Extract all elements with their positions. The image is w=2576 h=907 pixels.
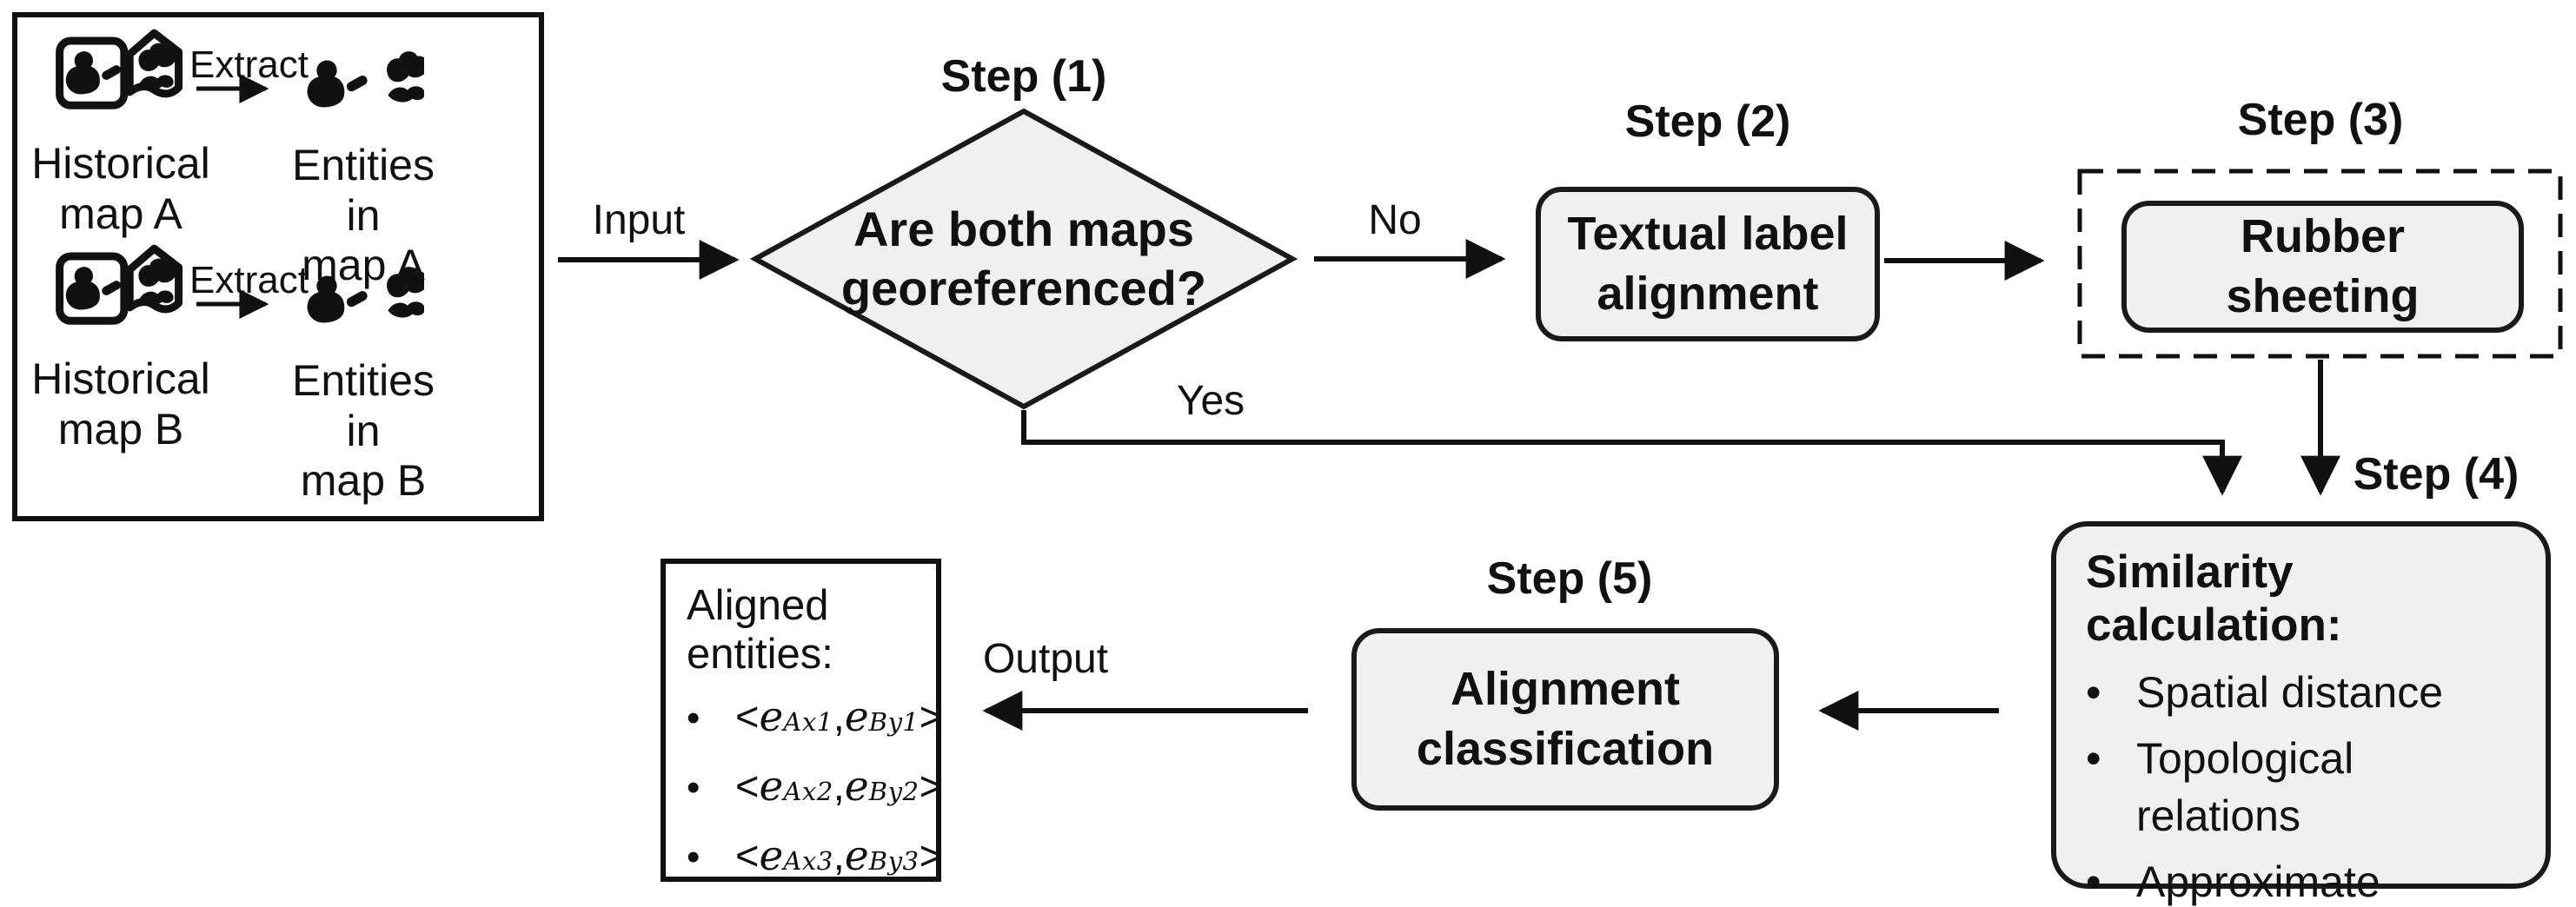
- input-panel: Historical map A Extract Entities in map…: [12, 12, 544, 521]
- input-edge-label: Input: [592, 197, 686, 243]
- step4-title: Step (4): [2353, 449, 2520, 500]
- historical-map-a-label: Historical map A: [31, 139, 210, 238]
- step5-title: Step (5): [1486, 553, 1653, 604]
- step1-decision-diamond: [749, 108, 1298, 410]
- aligned-pair-item: •…: [687, 901, 927, 907]
- similarity-bullet-list: •Spatial distance •Topological relations •…: [2086, 664, 2523, 907]
- yes-branch-arrow: [1021, 410, 2242, 496]
- map-entities-icon: [307, 267, 424, 323]
- map-entities-icon: [307, 51, 424, 108]
- yes-edge-label: Yes: [1176, 378, 1245, 424]
- historical-map-b-label: Historical map B: [31, 354, 210, 454]
- step5-node: Alignment classification: [1351, 628, 1779, 811]
- step3-dashed-container: [2077, 169, 2563, 359]
- step2-node: Textual label alignment: [1536, 187, 1880, 341]
- historical-map-b-figure: Historical map B: [31, 236, 210, 454]
- step3-node: Rubber sheeting: [2121, 201, 2524, 333]
- step1-question: Are both maps georeferenced?: [840, 202, 1207, 316]
- entities-map-a-label: Entities in map A: [292, 141, 435, 289]
- historical-map-icon: [56, 29, 183, 109]
- entities-map-a-figure: Entities in map A: [285, 21, 442, 291]
- step3-title: Step (3): [2237, 95, 2404, 145]
- output-heading: Aligned entities:: [687, 582, 833, 678]
- step4-node: Similarity calculation: •Spatial distanc…: [2051, 521, 2551, 906]
- similarity-bullet-item: •Spatial distance: [2086, 668, 2444, 717]
- step2-title: Step (2): [1624, 96, 1791, 147]
- extract-a: Extract: [189, 43, 309, 87]
- historical-map-icon: [56, 244, 183, 325]
- extract-b-label: Extract: [189, 259, 309, 301]
- similarity-bullet-item: •Approximate topological relations: [2086, 857, 2380, 906]
- step1-title: Step (1): [940, 51, 1107, 102]
- similarity-bullet-item: •Topological relations: [2086, 734, 2354, 840]
- extract-a-label: Extract: [189, 43, 309, 86]
- output-edge-label: Output: [982, 636, 1109, 682]
- similarity-heading: Similarity calculation:: [2086, 546, 2342, 651]
- entities-map-b-figure: Entities in map B: [285, 236, 442, 506]
- entities-map-b-label: Entities in map B: [292, 356, 435, 505]
- historical-map-a-figure: Historical map A: [31, 21, 210, 239]
- no-edge-label: No: [1368, 197, 1422, 243]
- extract-b: Extract: [189, 259, 309, 302]
